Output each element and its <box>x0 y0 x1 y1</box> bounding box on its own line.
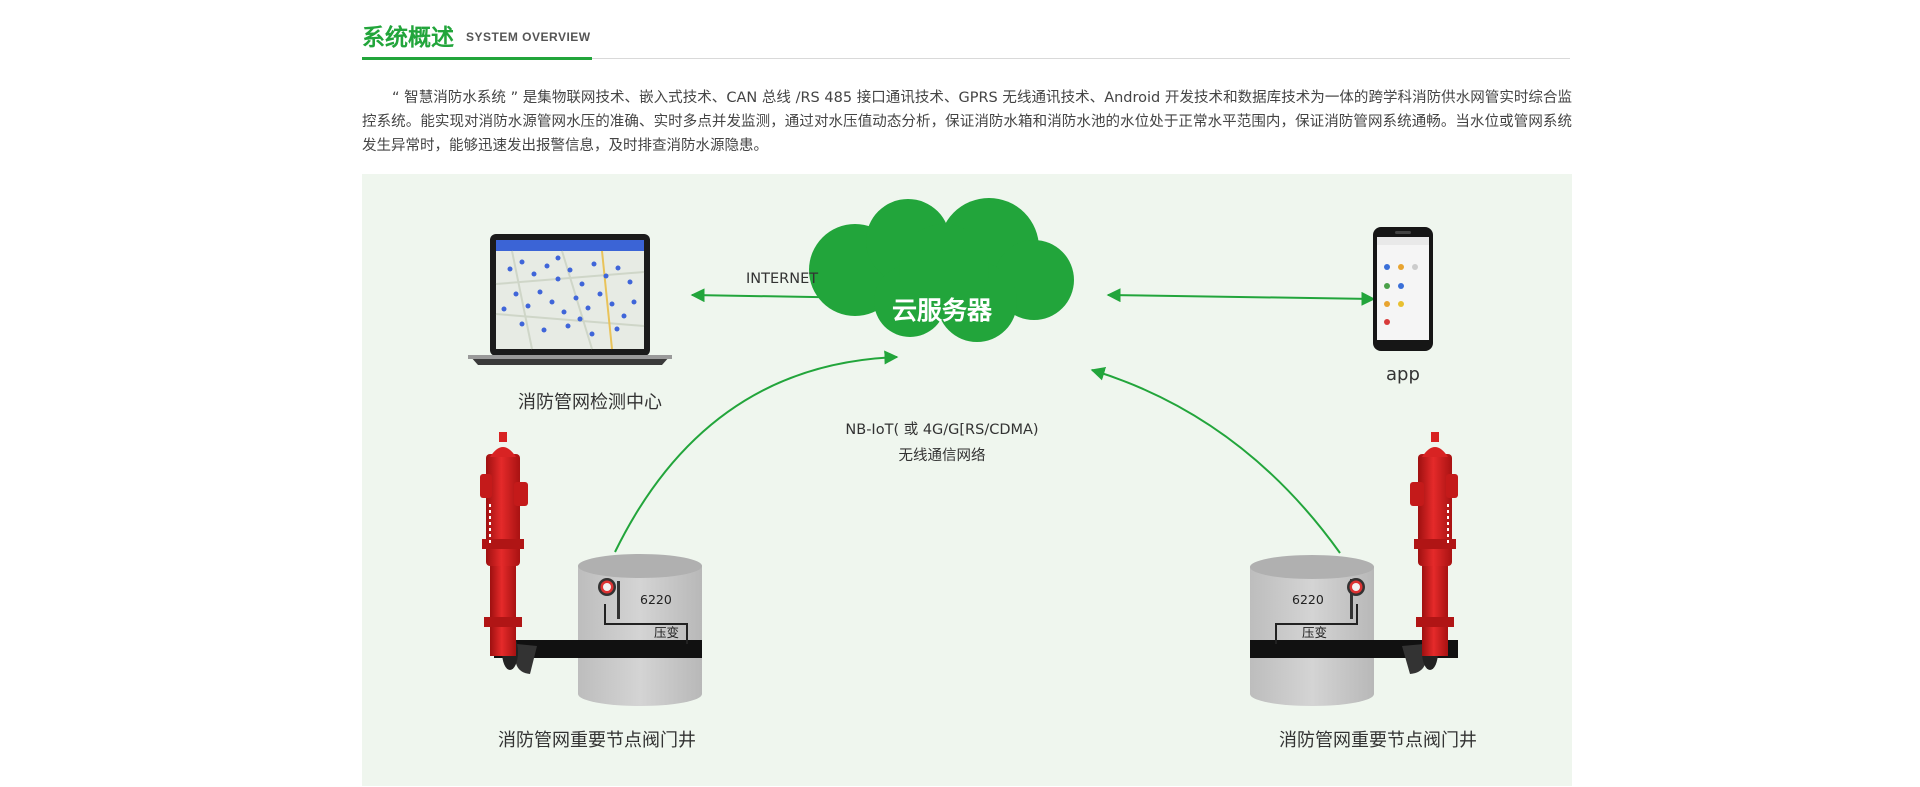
app-label: app <box>1386 364 1420 385</box>
right-sensor-label: 压变 <box>1302 625 1328 640</box>
right-valve-caption: 消防管网重要节点阀门井 <box>1279 730 1477 751</box>
app-arrow <box>1106 288 1376 306</box>
right-valve-well <box>1250 555 1458 706</box>
left-wireless-arc <box>614 350 899 553</box>
laptop-icon <box>468 234 672 365</box>
phone-icon <box>1373 227 1433 351</box>
right-device-code: 6220 <box>1292 592 1324 607</box>
left-valve-well <box>494 554 702 706</box>
left-sensor-label: 压变 <box>654 625 680 640</box>
cloud-icon <box>809 198 1074 342</box>
section-title: 系统概述 <box>362 25 454 51</box>
title-underline <box>362 57 592 60</box>
network-label-line2: 无线通信网络 <box>898 448 986 464</box>
intro-paragraph: “ 智慧消防水系统 ” 是集物联网技术、嵌入式技术、CAN 总线 /RS 485… <box>362 90 1572 154</box>
left-device-code: 6220 <box>640 592 672 607</box>
network-label-line1: NB-IoT( 或 4G/G[RS/CDMA) <box>845 422 1039 438</box>
section-subtitle: SYSTEM OVERVIEW <box>466 30 591 44</box>
system-diagram: 云服务器 INTERNET 消防管网检测中心 app NB-IoT( 或 4G/… <box>362 174 1572 786</box>
internet-label: INTERNET <box>746 271 819 287</box>
left-hydrant-icon <box>480 432 537 674</box>
section-header: 系统概述 SYSTEM OVERVIEW <box>362 16 1570 60</box>
left-valve-caption: 消防管网重要节点阀门井 <box>498 730 696 751</box>
right-hydrant-icon <box>1402 432 1458 674</box>
diagram-graphics <box>468 198 1458 706</box>
cloud-server-label: 云服务器 <box>891 296 993 325</box>
monitor-center-label: 消防管网检测中心 <box>518 392 662 413</box>
right-wireless-arc <box>1090 367 1341 554</box>
